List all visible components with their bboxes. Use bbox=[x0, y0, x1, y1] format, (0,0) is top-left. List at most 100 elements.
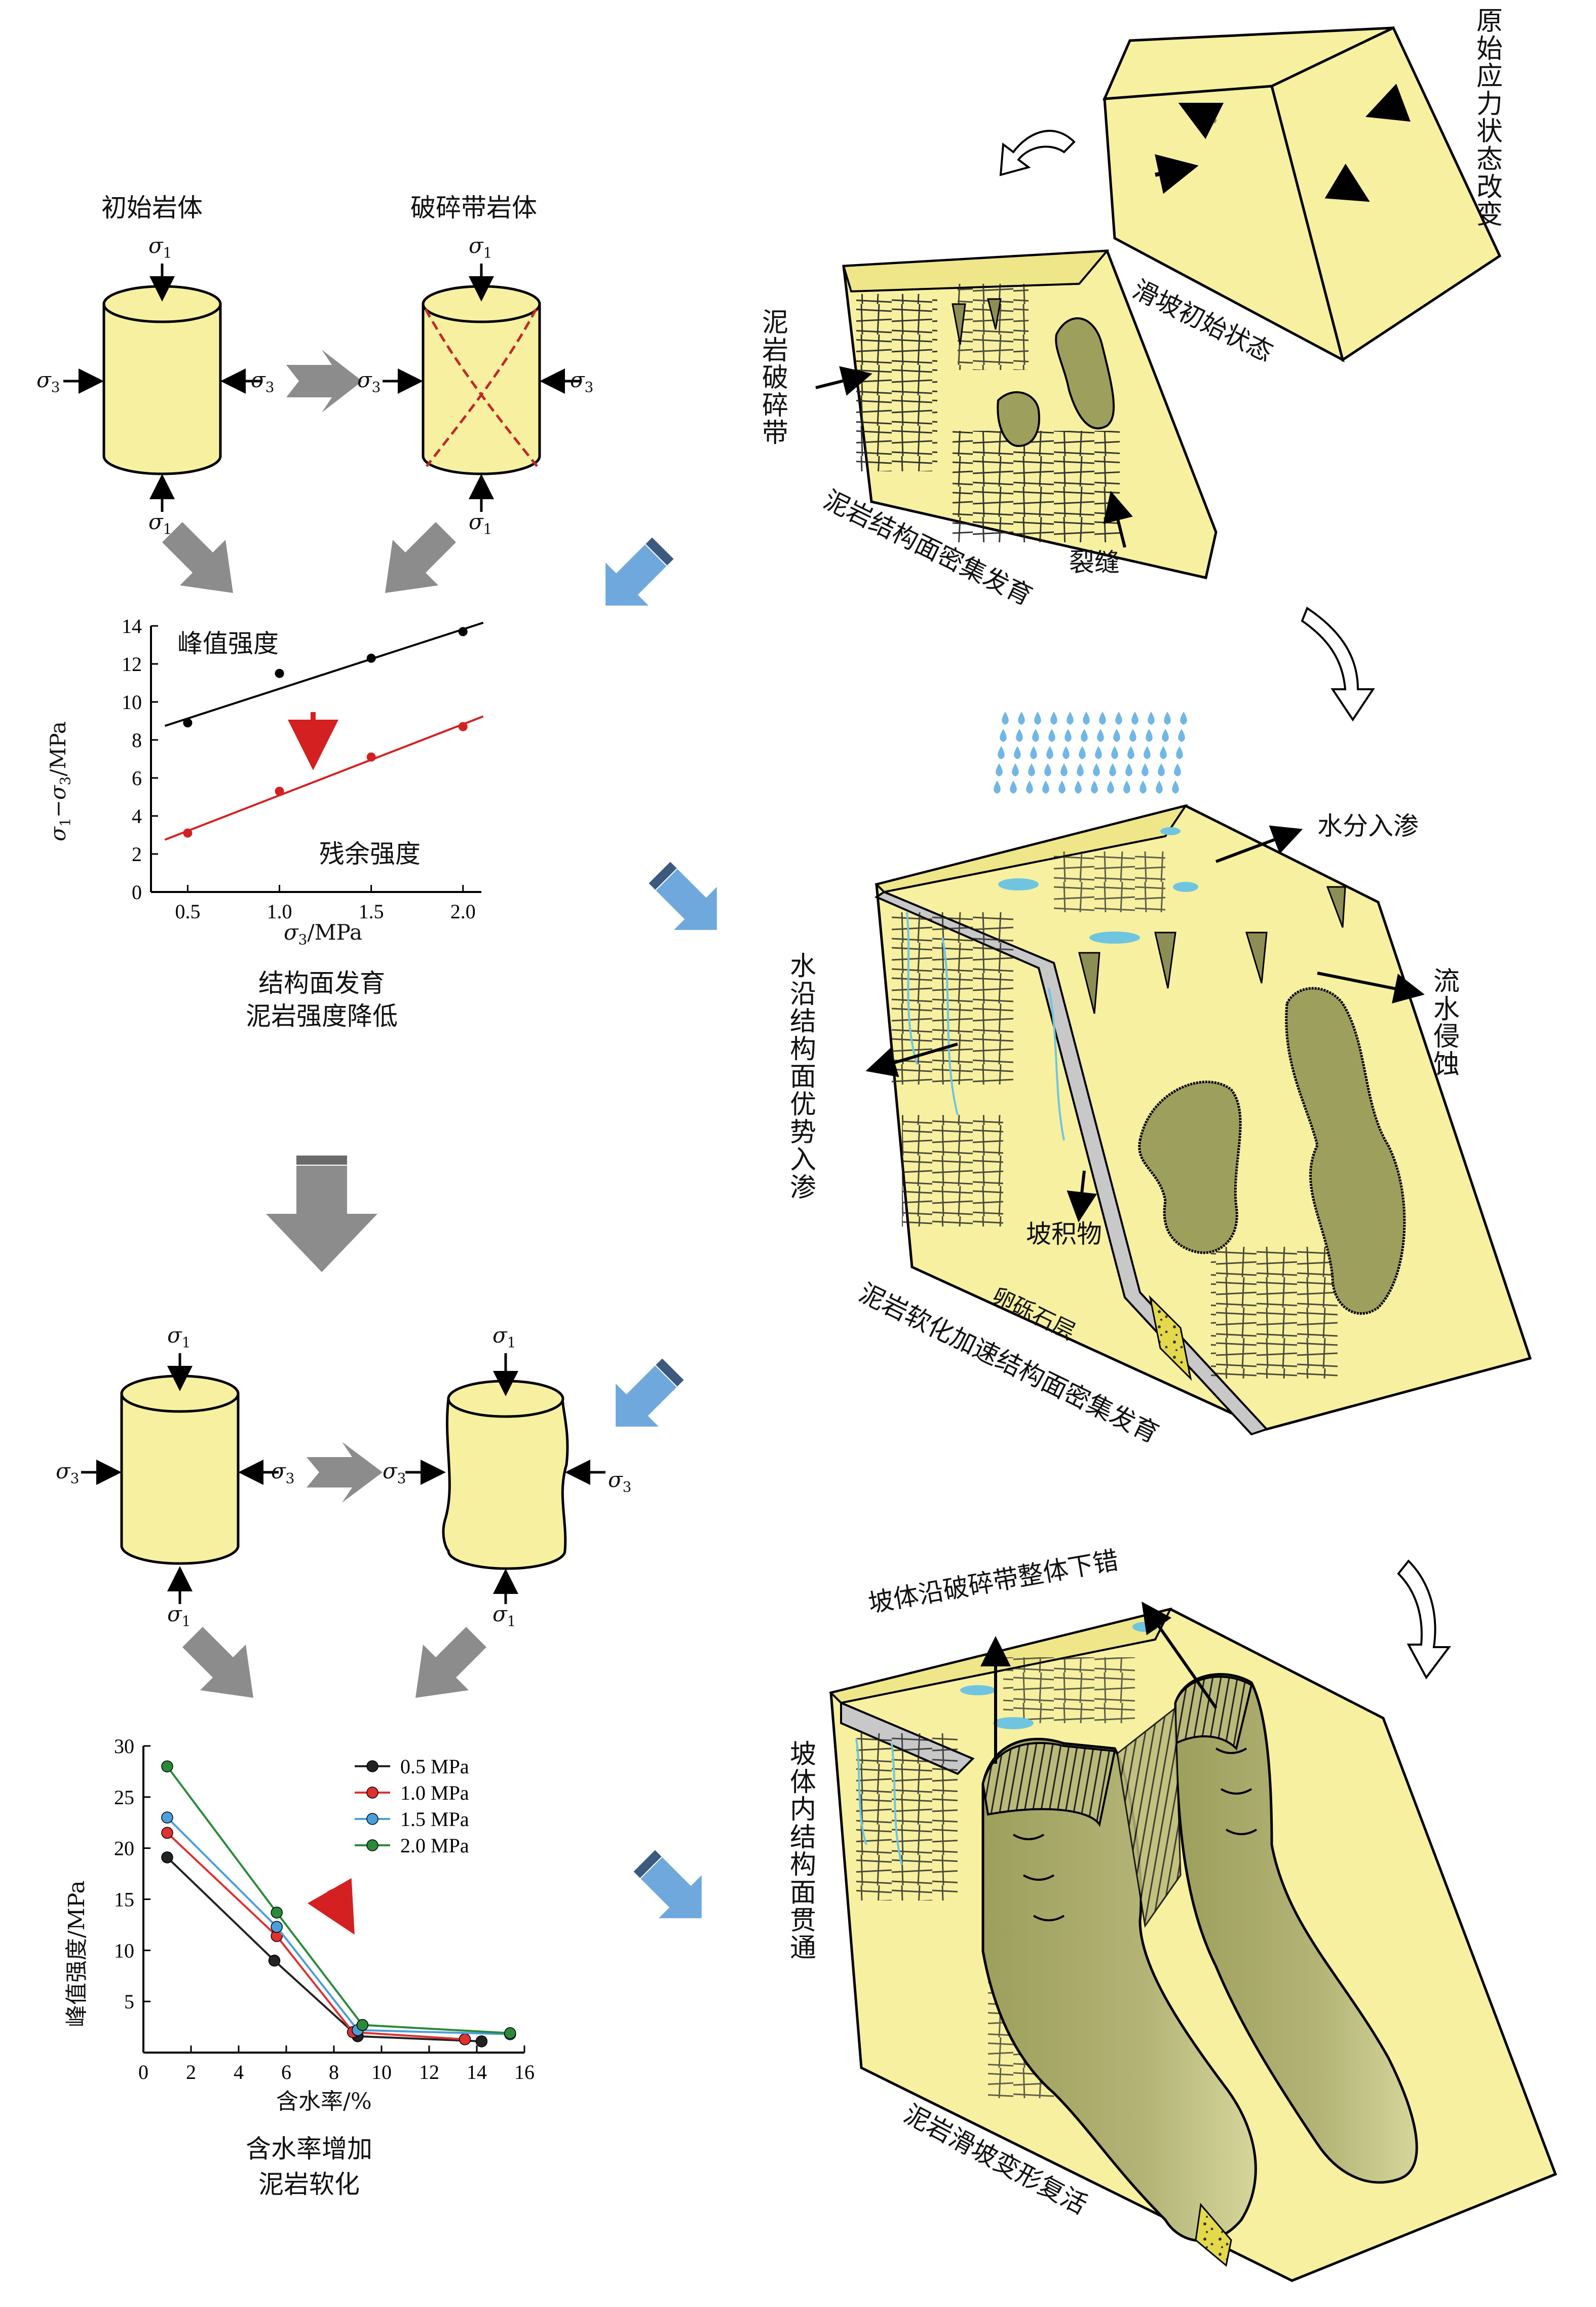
chart2-point bbox=[475, 2035, 488, 2048]
sigma1-label-b-top: σ1 bbox=[469, 233, 492, 262]
fractured-slope-block bbox=[815, 249, 1218, 579]
rain-drop bbox=[1062, 746, 1070, 759]
chart2-point bbox=[356, 2019, 369, 2031]
chart1-ytick-label: 0 bbox=[132, 881, 142, 904]
chart1-caption-1: 结构面发育 bbox=[258, 969, 385, 998]
rain-drop bbox=[1030, 746, 1037, 759]
softening-slope-block bbox=[865, 804, 1532, 1436]
chart1-point bbox=[183, 718, 193, 728]
rain-drop bbox=[1099, 712, 1106, 725]
chart2-legend-label: 1.5 MPa bbox=[400, 1808, 469, 1831]
chart2-point bbox=[161, 1811, 173, 1824]
sigma1-label-d-bottom: σ1 bbox=[492, 1602, 516, 1630]
chart1-point bbox=[458, 722, 468, 731]
blue-arrow-to-stage3-from-cyl bbox=[616, 1358, 684, 1427]
sigma3-label-d-right: σ3 bbox=[608, 1467, 632, 1496]
rain-drop bbox=[1111, 746, 1118, 759]
chart1-ytick-label: 2 bbox=[132, 843, 142, 866]
rain-drop bbox=[1162, 729, 1169, 742]
chart1-xtick-label: 1.0 bbox=[267, 900, 292, 923]
chart1-ylabel: σ1−σ3/MPa bbox=[46, 721, 74, 841]
rain-drop bbox=[998, 746, 1005, 759]
rain-drop bbox=[1146, 729, 1153, 742]
stage4-vertical-label: 坡体内结构面贯通 bbox=[789, 1739, 816, 1964]
chart2-xtick-label: 8 bbox=[329, 2061, 339, 2083]
sigma1-label-a-bottom: σ1 bbox=[148, 509, 172, 538]
chart2-series-line bbox=[166, 1766, 510, 2034]
chart1-residual-label: 残余强度 bbox=[319, 839, 421, 869]
sigma3-label-d-left: σ3 bbox=[383, 1459, 406, 1487]
chart2-xtick-label: 10 bbox=[371, 2061, 392, 2083]
chart1-point bbox=[275, 787, 284, 796]
sigma3-label-b-right: σ3 bbox=[570, 367, 594, 396]
reactivated-slide-block bbox=[829, 1602, 1557, 2282]
rain-drop bbox=[1142, 763, 1149, 776]
rain-drop bbox=[1156, 780, 1163, 794]
rain-drop bbox=[1176, 746, 1183, 759]
chart1-ytick-label: 4 bbox=[132, 805, 142, 828]
rain-drop bbox=[1014, 746, 1021, 759]
rain-drop bbox=[1158, 763, 1165, 776]
rain-drop bbox=[1058, 780, 1066, 794]
chart1-ytick-label: 6 bbox=[132, 767, 142, 790]
chart2-point bbox=[504, 2027, 516, 2039]
rain-drop bbox=[1042, 780, 1049, 794]
softened-rock-cylinder bbox=[405, 1353, 605, 1604]
rain-drop bbox=[1065, 729, 1072, 742]
chart2-xtick-label: 4 bbox=[234, 2061, 244, 2083]
grey-arrow-down-2 bbox=[385, 522, 456, 593]
rain-drop bbox=[1060, 763, 1068, 776]
rain-drop bbox=[1127, 746, 1134, 759]
curved-arrow-3 bbox=[1397, 1559, 1451, 1680]
sigma3-label-c-left: σ3 bbox=[56, 1459, 80, 1487]
rain-drop bbox=[1000, 729, 1007, 742]
rain-drop bbox=[1016, 729, 1023, 742]
chart2-ytick-label: 10 bbox=[114, 1939, 134, 1962]
curved-arrow-2 bbox=[1301, 606, 1375, 722]
rain-drop bbox=[1083, 712, 1090, 725]
chart2-legend-marker bbox=[366, 1760, 378, 1772]
rain-drop bbox=[1093, 763, 1100, 776]
chart2-point bbox=[161, 1827, 173, 1839]
chart1-axes bbox=[150, 626, 481, 893]
chart2-legend-label: 2.0 MPa bbox=[400, 1834, 469, 1857]
chart1-point bbox=[366, 653, 376, 663]
chart2-ytick-label: 25 bbox=[114, 1786, 134, 1809]
grey-arrow-down-1 bbox=[162, 522, 233, 593]
red-down-arrow-2 bbox=[307, 1878, 355, 1935]
chart1-ytick-label: 10 bbox=[122, 691, 142, 714]
chart2-legend-marker bbox=[366, 1813, 378, 1825]
rain-drop bbox=[1079, 746, 1086, 759]
chart1-ytick-label: 14 bbox=[122, 615, 142, 638]
chart1-caption-2: 泥岩强度降低 bbox=[246, 1001, 398, 1031]
rain-drop bbox=[1002, 712, 1009, 725]
chart1-point bbox=[183, 828, 193, 838]
sigma1-label-a-top: σ1 bbox=[148, 233, 172, 262]
sigma1-label-d-top: σ1 bbox=[492, 1323, 516, 1351]
rain-drop bbox=[1075, 780, 1082, 794]
intact-rock-cylinder bbox=[63, 264, 261, 512]
intact-rock-label: 初始岩体 bbox=[101, 193, 203, 222]
chart2-series-line bbox=[166, 1856, 482, 2042]
rain-drop bbox=[1044, 763, 1051, 776]
chart2-xtick-label: 14 bbox=[467, 2061, 487, 2083]
rain-drop bbox=[1050, 712, 1057, 725]
chart2-point bbox=[161, 1760, 173, 1773]
chart2-ytick-label: 20 bbox=[114, 1837, 134, 1860]
chart1-fit-line bbox=[164, 621, 484, 727]
rain-drop bbox=[1032, 729, 1039, 742]
stage3-vertical-right-label: 流水侵蚀 bbox=[1433, 966, 1460, 1080]
chart1-ytick-label: 8 bbox=[132, 729, 142, 752]
chart1-peak-label: 峰值强度 bbox=[177, 629, 279, 658]
chart2-caption-1: 含水率增加 bbox=[246, 2134, 372, 2164]
grey-arrow-down-big bbox=[266, 1156, 377, 1272]
rain-drop bbox=[1010, 780, 1017, 794]
rain-drop bbox=[1012, 763, 1019, 776]
chart2-xtick-label: 6 bbox=[281, 2061, 291, 2083]
stage2-crack-label: 裂缝 bbox=[1069, 548, 1120, 577]
chart2-legend-label: 0.5 MPa bbox=[400, 1755, 469, 1778]
chart2-point bbox=[271, 1921, 283, 1933]
rain-drop bbox=[1123, 780, 1130, 794]
